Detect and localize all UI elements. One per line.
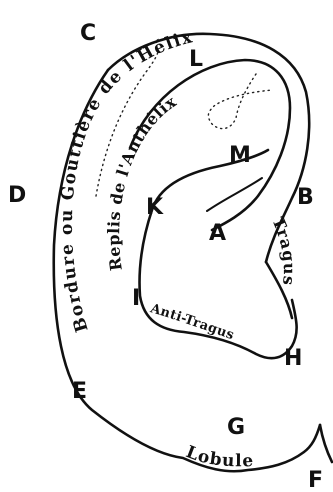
point-label-e: E: [72, 379, 87, 404]
point-label-b: B: [297, 185, 314, 210]
point-label-i: I: [132, 286, 140, 311]
point-label-a: A: [209, 221, 226, 246]
point-label-f: F: [308, 468, 323, 492]
point-label-g: G: [227, 415, 245, 440]
helix-crus-line: [207, 178, 262, 211]
fossa-dotted-line: [208, 74, 272, 129]
antitragus-label: Anti-Tragus: [148, 301, 236, 343]
lobule-label: Lobule: [183, 442, 254, 471]
point-label-l: L: [189, 47, 203, 72]
lobule-tip: [320, 425, 332, 462]
point-label-h: H: [284, 346, 302, 371]
point-label-k: K: [146, 195, 164, 220]
point-label-m: M: [229, 143, 251, 168]
point-label-d: D: [8, 183, 26, 208]
point-label-c: C: [80, 21, 96, 46]
